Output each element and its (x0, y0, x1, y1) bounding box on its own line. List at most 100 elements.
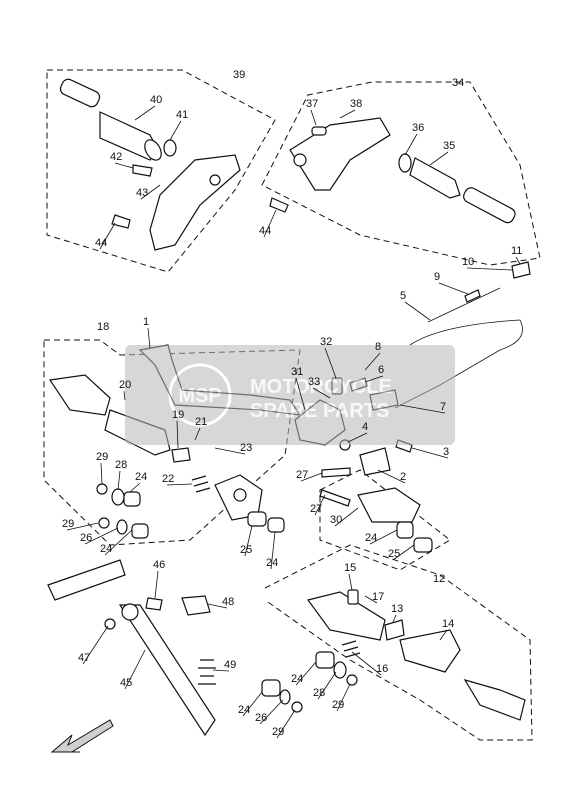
leader-line-31 (295, 377, 306, 411)
callout-43: 43 (136, 187, 148, 199)
cable (394, 319, 523, 409)
footrest-peg-35 (409, 157, 461, 199)
bush-24f (261, 679, 281, 697)
leader-line-28a (117, 470, 121, 491)
bush-24b (131, 523, 149, 539)
callout-28b: 28 (313, 687, 325, 699)
washer-41 (163, 139, 177, 157)
callout-39: 39 (233, 69, 245, 81)
group-box-39 (46, 69, 276, 273)
leader-line-15 (348, 573, 353, 591)
watermark: MSP MOTORCYCLE SPARE PARTS (125, 345, 455, 445)
bracket-2 (359, 447, 391, 476)
leader-line-40 (134, 105, 156, 121)
callout-28a: 28 (115, 459, 127, 471)
washer-28a (111, 488, 125, 506)
callout-29a: 29 (96, 451, 108, 463)
washer-36 (398, 153, 412, 173)
leader-line-35 (429, 151, 449, 166)
leader-line-28b (317, 671, 337, 700)
callout-49: 49 (224, 659, 236, 671)
spring-49 (198, 659, 216, 685)
bush-25a (247, 511, 267, 527)
callout-1: 1 (143, 316, 149, 328)
callout-41: 41 (176, 109, 188, 121)
callout-27b: 27 (310, 503, 322, 515)
callout-29b: 29 (62, 518, 74, 530)
leader-line-25b (392, 544, 415, 561)
leader-line-47 (82, 625, 109, 665)
bracket-12 (306, 591, 386, 641)
bush-24a (123, 491, 141, 507)
callout-21: 21 (195, 416, 207, 428)
nut-29a (96, 483, 108, 495)
callout-45: 45 (120, 677, 132, 689)
callout-19: 19 (172, 409, 184, 421)
bracket-43 (149, 154, 241, 251)
leader-line-32 (324, 347, 337, 379)
rubber-14 (399, 629, 461, 673)
callout-8: 8 (375, 341, 381, 353)
callout-40: 40 (150, 94, 162, 106)
bolt-44-right (269, 197, 289, 213)
callout-24c: 24 (266, 557, 278, 569)
callout-30: 30 (330, 514, 342, 526)
callout-2: 2 (400, 471, 406, 483)
leader-line-37 (310, 109, 317, 126)
callout-44a: 44 (95, 237, 107, 249)
callout-14: 14 (442, 618, 454, 630)
leader-line-24d (369, 529, 398, 545)
callout-33: 33 (308, 376, 320, 388)
callout-37: 37 (306, 98, 318, 110)
callout-26b: 26 (255, 712, 267, 724)
callout-44b: 44 (259, 225, 271, 237)
leader-line-25a (244, 525, 253, 557)
bush-25b (413, 537, 433, 553)
group-box-18 (43, 339, 301, 546)
clip-13 (384, 619, 405, 641)
callout-29d: 29 (272, 726, 284, 738)
leader-line-46 (154, 570, 159, 599)
callout-20: 20 (119, 379, 131, 391)
footrest-20 (48, 374, 111, 416)
watermark-line2: SPARE PARTS (250, 400, 389, 422)
leader-line-14 (439, 629, 448, 641)
leader-line-22 (166, 483, 193, 486)
bolt-46 (145, 597, 163, 611)
bracket-11 (511, 261, 531, 279)
callout-9: 9 (434, 271, 440, 283)
callout-6: 6 (378, 364, 384, 376)
bracket-48 (181, 595, 211, 616)
footrest-peg-40 (59, 78, 162, 161)
bracket-right (289, 117, 391, 191)
joint-9 (464, 289, 481, 303)
leader-line-24a (129, 482, 141, 493)
leader-line-20 (123, 390, 126, 401)
pin-19 (171, 447, 191, 463)
callout-3: 3 (443, 446, 449, 458)
leader-line-24b (104, 529, 133, 556)
frame-tube (47, 559, 126, 601)
pin-42 (132, 164, 153, 177)
pin-15 (347, 589, 359, 605)
leader-line-23 (214, 447, 246, 455)
leader-line-9 (438, 282, 469, 295)
callout-25b: 25 (388, 548, 400, 560)
bracket-30 (357, 487, 421, 523)
callout-32: 32 (320, 336, 332, 348)
leader-line-13 (392, 614, 397, 623)
leader-line-16 (351, 651, 382, 676)
callout-18: 18 (97, 321, 109, 333)
leader-line-8 (364, 352, 381, 371)
leader-line-38 (339, 109, 356, 119)
pin-27a (321, 467, 351, 478)
callout-17: 17 (372, 591, 384, 603)
callout-7: 7 (440, 401, 446, 413)
nut-29b (98, 517, 110, 529)
spring-22 (191, 475, 211, 493)
watermark-logo: MSP (178, 385, 221, 407)
pin-37 (311, 126, 327, 136)
callout-10: 10 (462, 256, 474, 268)
watermark-line1: MOTORCYCLE (250, 376, 392, 398)
callout-23: 23 (240, 442, 252, 454)
